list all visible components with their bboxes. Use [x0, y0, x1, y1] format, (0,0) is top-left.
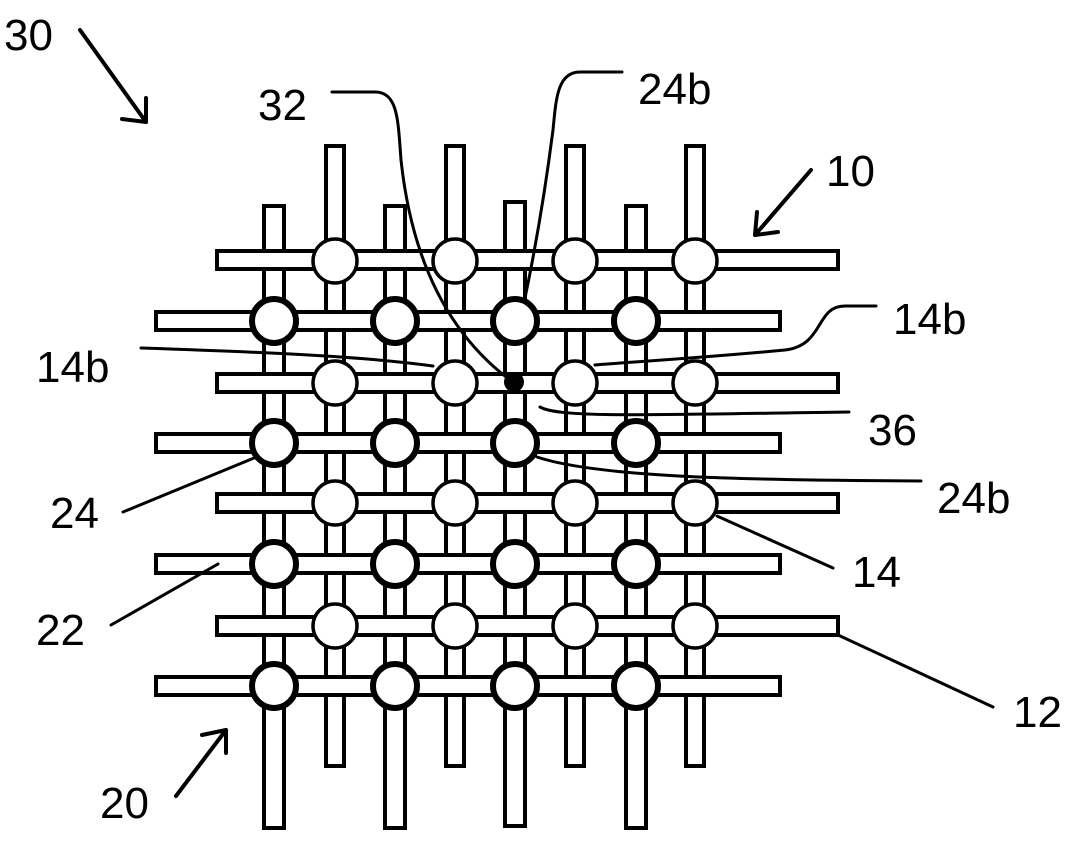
top-node: [311, 359, 359, 407]
bottom-node-24b-top: [490, 296, 540, 346]
bottom-node: [611, 539, 661, 589]
top-node: [551, 237, 599, 285]
arrows: [78, 28, 813, 798]
defect-point: [504, 372, 524, 392]
bottom-node: [611, 296, 661, 346]
label-24b-top: 24b: [638, 65, 711, 114]
bottom-lattice-nodes: [249, 296, 661, 711]
top-node-14b-right: [551, 359, 599, 407]
top-node: [431, 237, 479, 285]
bottom-node: [490, 539, 540, 589]
bottom-node: [370, 661, 420, 711]
leader-line-32: [330, 90, 512, 382]
top-node: [311, 237, 359, 285]
reference-labels: 30 32 24b 10 14b 14b 36 24b 24 14 22 12 …: [4, 11, 1062, 828]
bottom-node: [611, 418, 661, 468]
top-node: [671, 602, 719, 650]
top-lattice-nodes: [311, 237, 719, 650]
arrow-30: [78, 28, 148, 124]
top-node: [311, 479, 359, 527]
bottom-node: [249, 661, 299, 711]
bottom-node: [611, 661, 661, 711]
leader-line-14b-left: [139, 346, 435, 368]
top-lattice-vertical-bars: [324, 144, 706, 768]
leader-line-24b-top: [523, 70, 624, 300]
label-14b-left: 14b: [36, 343, 109, 392]
leader-line-12: [836, 633, 995, 709]
top-node: [311, 602, 359, 650]
leader-line-36: [538, 405, 851, 417]
label-36: 36: [868, 406, 917, 455]
bottom-node: [370, 296, 420, 346]
bottom-node: [249, 539, 299, 589]
label-10: 10: [826, 147, 875, 196]
top-node-14b-left: [431, 359, 479, 407]
top-horizontal-bar: [215, 615, 840, 637]
top-node: [671, 237, 719, 285]
top-node: [671, 359, 719, 407]
bottom-node-24: [249, 418, 299, 468]
bottom-node: [370, 539, 420, 589]
arrow-20: [174, 728, 228, 798]
bottom-node: [370, 418, 420, 468]
leader-line-14b-right: [593, 304, 878, 367]
top-node: [551, 602, 599, 650]
bottom-node-24b-mid: [490, 418, 540, 468]
top-horizontal-bar: [215, 372, 840, 394]
leader-line-24b-mid: [535, 455, 923, 483]
bottom-node: [249, 296, 299, 346]
label-24b-mid: 24b: [937, 474, 1010, 523]
arrow-10: [753, 168, 813, 237]
leader-line-14: [715, 514, 835, 570]
leader-line-22: [109, 562, 220, 627]
top-horizontal-bar: [215, 249, 840, 271]
bottom-node: [490, 661, 540, 711]
label-32: 32: [258, 81, 307, 130]
top-node: [431, 479, 479, 527]
top-horizontal-bar: [215, 492, 840, 514]
label-12: 12: [1013, 688, 1062, 737]
label-22: 22: [36, 606, 85, 655]
top-node: [431, 602, 479, 650]
top-node-14: [671, 479, 719, 527]
label-14: 14: [852, 548, 901, 597]
label-30: 30: [4, 11, 53, 60]
label-24: 24: [50, 489, 99, 538]
leader-lines: [109, 70, 995, 709]
leader-line-24: [121, 456, 256, 514]
label-20: 20: [100, 779, 149, 828]
top-node: [551, 479, 599, 527]
label-14b-right: 14b: [893, 295, 966, 344]
